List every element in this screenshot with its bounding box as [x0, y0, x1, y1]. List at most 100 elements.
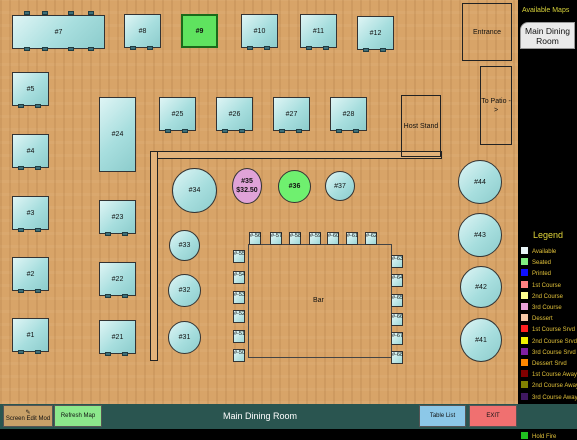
chair	[247, 46, 253, 50]
table-7[interactable]: #7	[12, 15, 105, 49]
bar-seat[interactable]: #-60	[327, 232, 339, 245]
refresh-map-button[interactable]: Refresh Map	[54, 405, 102, 427]
host-stand: Host Stand	[401, 95, 441, 157]
patio-door[interactable]: To Patio ->	[480, 66, 512, 145]
table-24[interactable]: #24	[99, 97, 136, 172]
table-9[interactable]: #9	[181, 14, 218, 48]
legend-label: Hold Fire	[532, 434, 557, 440]
legend-item: 2nd Course Away	[521, 381, 577, 389]
table-27[interactable]: #27	[273, 97, 310, 131]
table-10[interactable]: #10	[241, 14, 278, 48]
chair	[18, 104, 24, 108]
table-43[interactable]: #43	[458, 213, 502, 257]
table-26[interactable]: #26	[216, 97, 253, 131]
entrance-area: Entrance	[462, 3, 512, 61]
legend-label: 1st Course Srvd	[532, 327, 576, 334]
legend-label: 2nd Course	[532, 293, 564, 300]
table-37[interactable]: #37	[325, 171, 355, 201]
table-36[interactable]: #36	[278, 170, 311, 203]
bar-seat[interactable]: #-52	[233, 310, 245, 323]
chair	[18, 289, 24, 293]
legend-label: 3rd Course Srvd	[532, 349, 576, 356]
legend-item: 1st Course Srvd	[521, 325, 575, 333]
legend-swatch	[521, 392, 528, 400]
bar-seat[interactable]: #-58	[289, 232, 301, 245]
bar-seat[interactable]: #-66	[391, 313, 403, 326]
bar-seat[interactable]: #-59	[309, 232, 321, 245]
table-4[interactable]: #4	[12, 134, 49, 168]
bar-seat[interactable]: #-68	[391, 351, 403, 364]
table-44[interactable]: #44	[458, 160, 502, 204]
table-32[interactable]: #32	[168, 274, 201, 307]
legend-label: 3rd Course Away	[532, 394, 577, 401]
table-28[interactable]: #28	[330, 97, 367, 131]
table-42[interactable]: #42	[460, 266, 502, 308]
table-8[interactable]: #8	[124, 14, 161, 48]
legend-item: 3rd Course Away	[521, 392, 577, 401]
table-11[interactable]: #11	[300, 14, 337, 48]
chair	[88, 11, 94, 15]
floor-map: #7 #8 #9 #10 #11 #12 #5 #4 #3 #2 #1 #24 …	[0, 0, 518, 404]
bar-seat[interactable]: #-57	[270, 232, 282, 245]
bar-seat[interactable]: #-63	[391, 255, 403, 268]
legend-label: Dessert	[532, 316, 553, 323]
chair	[105, 232, 111, 236]
bar-seat[interactable]: #-54	[233, 271, 245, 284]
screen-edit-mode-button[interactable]: ✎ Screen Edit Mod	[3, 405, 53, 427]
chair	[24, 11, 30, 15]
chair	[182, 129, 188, 133]
map-button-main-dining-room[interactable]: Main Dining Room	[520, 22, 575, 49]
legend-swatch	[521, 432, 528, 440]
bar-seat[interactable]: #-55	[233, 250, 245, 263]
bar-seat[interactable]: #-61	[346, 232, 358, 245]
table-33[interactable]: #33	[169, 230, 200, 261]
table-12[interactable]: #12	[357, 16, 394, 50]
table-22[interactable]: #22	[99, 262, 136, 296]
exit-button[interactable]: EXIT	[469, 405, 517, 427]
legend-label: 1st Course Away	[532, 372, 577, 379]
table-1[interactable]: #1	[12, 318, 49, 352]
table-3[interactable]: #3	[12, 196, 49, 230]
chair	[35, 228, 41, 232]
table-23[interactable]: #23	[99, 200, 136, 234]
table-21[interactable]: #21	[99, 320, 136, 354]
legend-swatch	[521, 336, 528, 344]
bar-seat[interactable]: #-64	[391, 274, 403, 287]
chair	[323, 46, 329, 50]
table-41[interactable]: #41	[460, 318, 502, 362]
bar-seat[interactable]: #-67	[391, 332, 403, 345]
chair	[18, 350, 24, 354]
table-list-button[interactable]: Table List	[419, 405, 466, 427]
table-25[interactable]: #25	[159, 97, 196, 131]
chair	[336, 129, 342, 133]
legend-item: Printed	[521, 269, 551, 277]
chair	[130, 46, 136, 50]
table-31[interactable]: #31	[168, 321, 201, 354]
legend-label: 2nd Course Srvd	[532, 338, 577, 345]
bar-seat[interactable]: #-56	[249, 232, 261, 245]
table-34[interactable]: #34	[172, 168, 217, 213]
table-2[interactable]: #2	[12, 257, 49, 291]
bar-seat[interactable]: #-65	[391, 294, 403, 307]
legend-label: 2nd Course Away	[532, 383, 577, 390]
legend-item: Seated	[521, 258, 551, 266]
bar-seat[interactable]: #-62	[365, 232, 377, 245]
chair	[363, 48, 369, 52]
bar-seat[interactable]: #-50	[233, 349, 245, 362]
chair	[18, 228, 24, 232]
chair	[306, 46, 312, 50]
screen-edit-label: Screen Edit Mod	[5, 416, 51, 422]
table-5[interactable]: #5	[12, 72, 49, 106]
legend-swatch	[521, 247, 528, 254]
legend-label: Printed	[532, 271, 552, 278]
chair	[105, 294, 111, 298]
bar-label: Bar	[313, 297, 324, 304]
chair	[296, 129, 302, 133]
chair	[122, 352, 128, 356]
table-35[interactable]: #35 $32.50	[232, 168, 262, 204]
legend-item: 3rd Course Srvd	[521, 347, 576, 356]
bar-seat[interactable]: #-53	[233, 291, 245, 304]
legend-swatch	[521, 347, 528, 355]
chair	[147, 46, 153, 50]
bar-seat[interactable]: #-51	[233, 330, 245, 343]
